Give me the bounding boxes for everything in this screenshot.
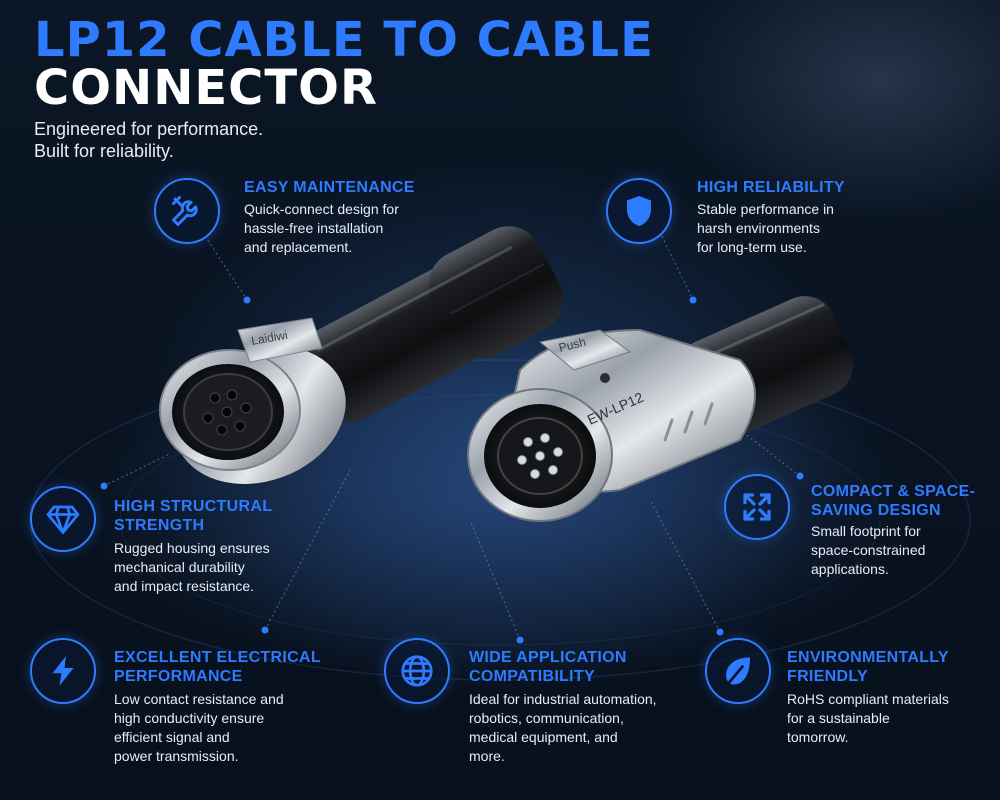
desc-line: tomorrow.	[787, 729, 849, 745]
title-line: WIDE APPLICATION	[469, 649, 627, 666]
diamond-icon	[30, 486, 96, 552]
title-line-1: LP12 CABLE TO CABLE	[34, 12, 654, 68]
desc-line: Quick-connect design for	[244, 201, 399, 217]
desc-line: Stable performance in	[697, 201, 834, 217]
desc-line: high conductivity ensure	[114, 710, 265, 726]
desc-line: for a sustainable	[787, 710, 890, 726]
lightning-icon	[30, 638, 96, 704]
globe-icon	[384, 638, 450, 704]
leaf-icon	[705, 638, 771, 704]
title-line: STRENGTH	[114, 517, 205, 534]
desc-line: Ideal for industrial automation,	[469, 691, 657, 707]
female-brand-text: Laidiwi	[250, 328, 289, 348]
feature-desc-environment: RoHS compliant materials for a sustainab…	[787, 690, 949, 747]
tagline-line-2: Built for reliability.	[34, 141, 174, 161]
title-line: SAVING DESIGN	[811, 502, 941, 519]
shield-icon	[606, 178, 672, 244]
desc-line: efficient signal and	[114, 729, 230, 745]
callout-lines	[107, 235, 801, 641]
desc-line: Low contact resistance and	[114, 691, 284, 707]
desc-line: robotics, communication,	[469, 710, 624, 726]
desc-line: harsh environments	[697, 220, 820, 236]
feature-desc-compact: Small footprint for space-constrained ap…	[811, 522, 925, 579]
female-connector: Laidiwi	[159, 226, 564, 484]
feature-title-electrical: EXCELLENT ELECTRICAL PERFORMANCE	[114, 648, 321, 686]
title-line: ENVIRONMENTALLY	[787, 649, 949, 666]
expand-arrows-icon	[724, 474, 790, 540]
push-text: Push	[557, 335, 587, 355]
desc-line: applications.	[811, 561, 889, 577]
desc-line: Rugged housing ensures	[114, 540, 270, 556]
desc-line: more.	[469, 748, 505, 764]
tagline: Engineered for performance. Built for re…	[34, 118, 263, 162]
title-line: HIGH STRUCTURAL	[114, 498, 273, 515]
feature-title-compact: COMPACT & SPACE- SAVING DESIGN	[811, 482, 975, 520]
tools-icon	[154, 178, 220, 244]
desc-line: Small footprint for	[811, 523, 921, 539]
feature-title-environment: ENVIRONMENTALLY FRIENDLY	[787, 648, 949, 686]
desc-line: medical equipment, and	[469, 729, 618, 745]
feature-title-application: WIDE APPLICATION COMPATIBILITY	[469, 648, 627, 686]
feature-title-structural-strength: HIGH STRUCTURAL STRENGTH	[114, 497, 272, 535]
desc-line: hassle-free installation	[244, 220, 384, 236]
feature-title-easy-maintenance: EASY MAINTENANCE	[244, 179, 415, 196]
feature-desc-structural-strength: Rugged housing ensures mechanical durabi…	[114, 539, 270, 596]
title-line: FRIENDLY	[787, 668, 868, 685]
desc-line: space-constrained	[811, 542, 926, 558]
desc-line: and replacement.	[244, 239, 353, 255]
title-line-2: CONNECTOR	[34, 60, 378, 116]
desc-line: for long-term use.	[697, 239, 807, 255]
feature-desc-application: Ideal for industrial automation, robotic…	[469, 690, 657, 766]
feature-desc-easy-maintenance: Quick-connect design for hassle-free ins…	[244, 200, 399, 257]
title-line: PERFORMANCE	[114, 668, 243, 685]
desc-line: and impact resistance.	[114, 578, 255, 594]
desc-line: power transmission.	[114, 748, 239, 764]
title-line: COMPATIBILITY	[469, 668, 595, 685]
desc-line: mechanical durability	[114, 559, 245, 575]
title-line: EXCELLENT ELECTRICAL	[114, 649, 321, 666]
title-line: COMPACT & SPACE-	[811, 483, 976, 500]
feature-desc-electrical: Low contact resistance and high conducti…	[114, 690, 284, 766]
feature-title-high-reliability: HIGH RELIABILITY	[697, 179, 845, 196]
desc-line: RoHS compliant materials	[787, 691, 949, 707]
feature-desc-high-reliability: Stable performance in harsh environments…	[697, 200, 834, 257]
tagline-line-1: Engineered for performance.	[34, 119, 264, 139]
male-connector: Push EW-LP12	[467, 296, 854, 522]
